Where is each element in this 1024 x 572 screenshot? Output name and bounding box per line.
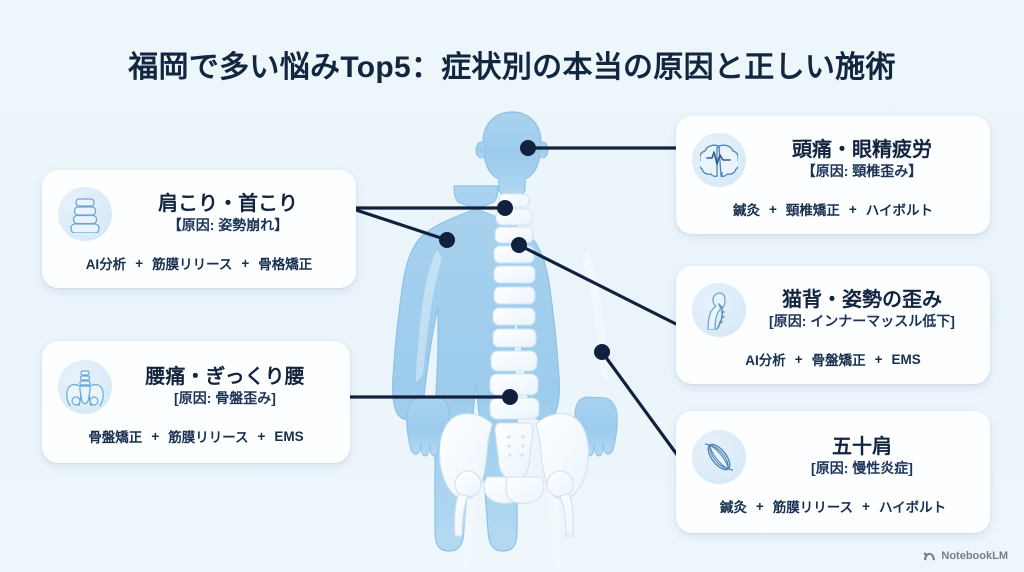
treatment-2: 骨盤矯正: [811, 353, 866, 368]
card-header: 肩こり・首こり 【原因: 姿勢崩れ】: [58, 187, 340, 241]
card-head-text: 五十肩 [原因: 慢性炎症]: [756, 435, 974, 479]
card-header: 腰痛・ぎっくり腰 [原因: 骨盤歪み]: [58, 360, 334, 414]
treatment-3: 骨格矯正: [258, 257, 313, 272]
plus-sign: +: [257, 428, 266, 444]
treatment-2: 筋膜リリース: [168, 430, 249, 445]
card-cause: 【原因: 頸椎歪み】: [801, 163, 923, 180]
treatment-1: AI分析: [745, 353, 786, 368]
card-head-text: 猫背・姿勢の歪み [原因: インナーマッスル低下]: [756, 288, 974, 332]
plus-sign: +: [241, 255, 250, 271]
muscle-fiber-icon: [692, 430, 746, 484]
plus-sign: +: [755, 498, 764, 514]
card-frozen-shoulder[interactable]: 五十肩 [原因: 慢性炎症] 鍼灸 + 筋膜リリース + ハイボルト: [676, 411, 990, 533]
treatment-1: AI分析: [85, 257, 127, 272]
card-treatments: 骨盤矯正 + 筋膜リリース + EMS: [58, 426, 334, 446]
card-head-text: 腰痛・ぎっくり腰 [原因: 骨盤歪み]: [122, 365, 334, 409]
posture-figure-icon: [692, 283, 746, 337]
card-title: 頭痛・眼精疲労: [792, 139, 932, 162]
plus-sign: +: [151, 428, 160, 444]
treatment-3: ハイボルト: [878, 500, 947, 515]
notebooklm-logo-icon: [924, 552, 936, 560]
card-treatments: AI分析 + 筋膜リリース + 骨格矯正: [58, 253, 340, 273]
treatment-2: 筋膜リリース: [152, 257, 233, 272]
treatment-2: 筋膜リリース: [772, 500, 854, 515]
spine-icon: [58, 187, 112, 241]
card-cause: [原因: 骨盤歪み]: [174, 390, 276, 407]
plus-sign: +: [768, 201, 777, 217]
card-title: 肩こり・首こり: [158, 193, 298, 216]
card-treatments: 鍼灸 + 頸椎矯正 + ハイボルト: [692, 199, 974, 219]
plus-sign: +: [135, 255, 144, 271]
brain-pulse-icon: [692, 133, 746, 187]
plus-sign: +: [862, 498, 870, 514]
card-header: 猫背・姿勢の歪み [原因: インナーマッスル低下]: [692, 283, 974, 337]
treatment-2: 頸椎矯正: [785, 203, 840, 218]
treatment-1: 鍼灸: [719, 500, 747, 515]
card-header: 五十肩 [原因: 慢性炎症]: [692, 430, 974, 484]
pelvis-icon: [58, 360, 112, 414]
card-cause: [原因: インナーマッスル低下]: [769, 313, 955, 330]
card-posture[interactable]: 猫背・姿勢の歪み [原因: インナーマッスル低下] AI分析 + 骨盤矯正 + …: [676, 266, 990, 384]
card-title: 腰痛・ぎっくり腰: [145, 366, 305, 389]
card-cause: [原因: 慢性炎症]: [811, 460, 913, 477]
plus-sign: +: [874, 351, 883, 367]
treatment-3: EMS: [274, 428, 304, 444]
pelvis-bones: [438, 413, 590, 537]
card-header: 頭痛・眼精疲労 【原因: 頸椎歪み】: [692, 133, 974, 187]
card-head-text: 頭痛・眼精疲労 【原因: 頸椎歪み】: [756, 138, 974, 182]
plus-sign: +: [848, 201, 857, 217]
card-lowback-pain[interactable]: 腰痛・ぎっくり腰 [原因: 骨盤歪み] 骨盤矯正 + 筋膜リリース + EMS: [42, 341, 350, 463]
treatment-1: 骨盤矯正: [88, 430, 143, 445]
card-headache-eyestrain[interactable]: 頭痛・眼精疲労 【原因: 頸椎歪み】 鍼灸 + 頸椎矯正 + ハイボルト: [676, 116, 990, 234]
notebooklm-watermark: NotebookLM: [923, 550, 1008, 562]
card-cause: 【原因: 姿勢崩れ】: [167, 217, 289, 234]
treatment-3: EMS: [891, 351, 921, 367]
card-head-text: 肩こり・首こり 【原因: 姿勢崩れ】: [122, 192, 340, 236]
treatment-1: 鍼灸: [732, 203, 760, 218]
page-title: 福岡で多い悩みTop5：症状別の本当の原因と正しい施術: [128, 51, 896, 84]
card-title: 猫背・姿勢の歪み: [782, 289, 942, 312]
card-shoulder-neck[interactable]: 肩こり・首こり 【原因: 姿勢崩れ】 AI分析 + 筋膜リリース + 骨格矯正: [42, 170, 356, 288]
card-title: 五十肩: [832, 436, 892, 459]
treatment-3: ハイボルト: [865, 203, 933, 218]
sacral-foramina: [507, 435, 525, 457]
card-treatments: 鍼灸 + 筋膜リリース + ハイボルト: [692, 496, 974, 516]
plus-sign: +: [794, 351, 803, 367]
watermark-label: NotebookLM: [941, 550, 1008, 562]
card-treatments: AI分析 + 骨盤矯正 + EMS: [692, 349, 974, 369]
